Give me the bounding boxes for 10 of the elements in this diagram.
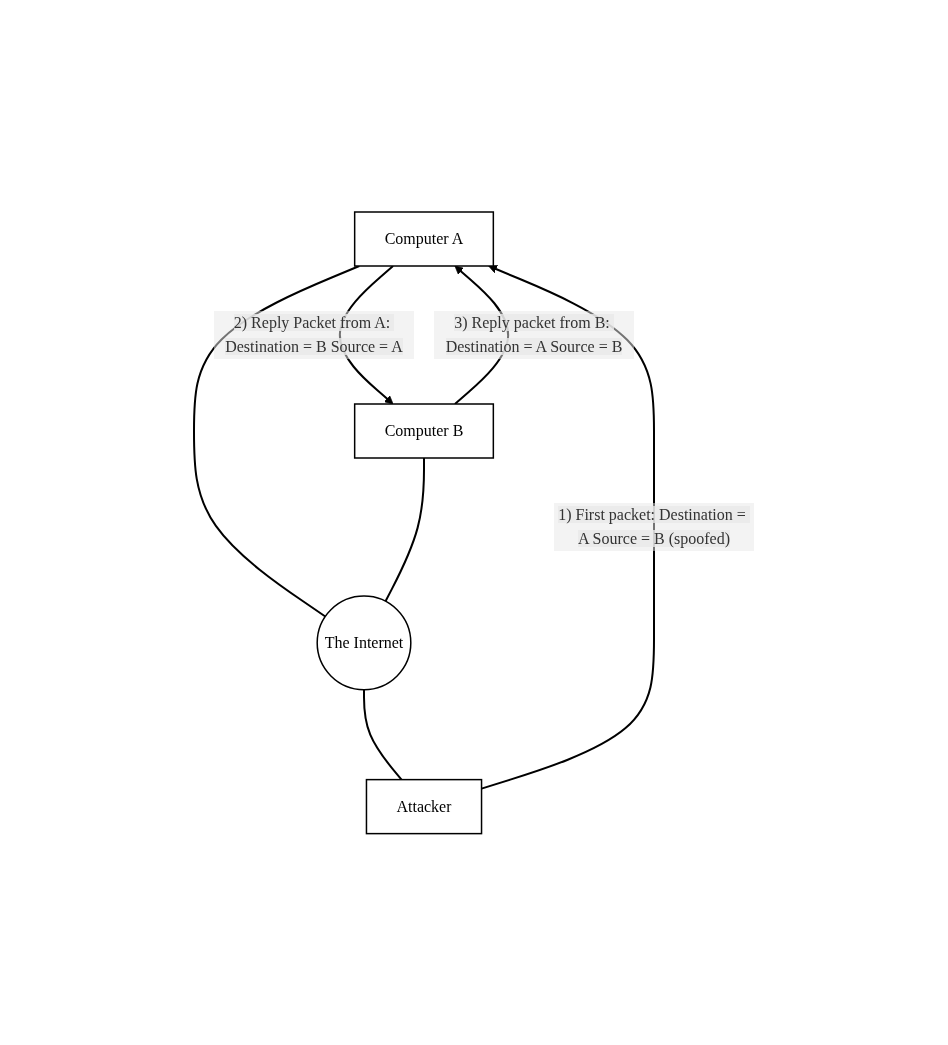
edge-label: 3) Reply packet from B: Destination = A Source = B bbox=[445, 313, 623, 355]
edge-label: 2) Reply Packet from A: Destination = B Source = A bbox=[225, 313, 403, 355]
connector bbox=[384, 456, 425, 602]
node-box: Computer A bbox=[353, 210, 495, 267]
connector bbox=[363, 688, 403, 781]
node-box: Attacker bbox=[365, 778, 483, 835]
node-circle: The Internet bbox=[316, 594, 412, 691]
connector bbox=[193, 264, 361, 618]
node-box: Computer B bbox=[353, 402, 495, 459]
edge-label: 1) First packet: Destination = A Source = B (spoofed) bbox=[558, 505, 746, 547]
